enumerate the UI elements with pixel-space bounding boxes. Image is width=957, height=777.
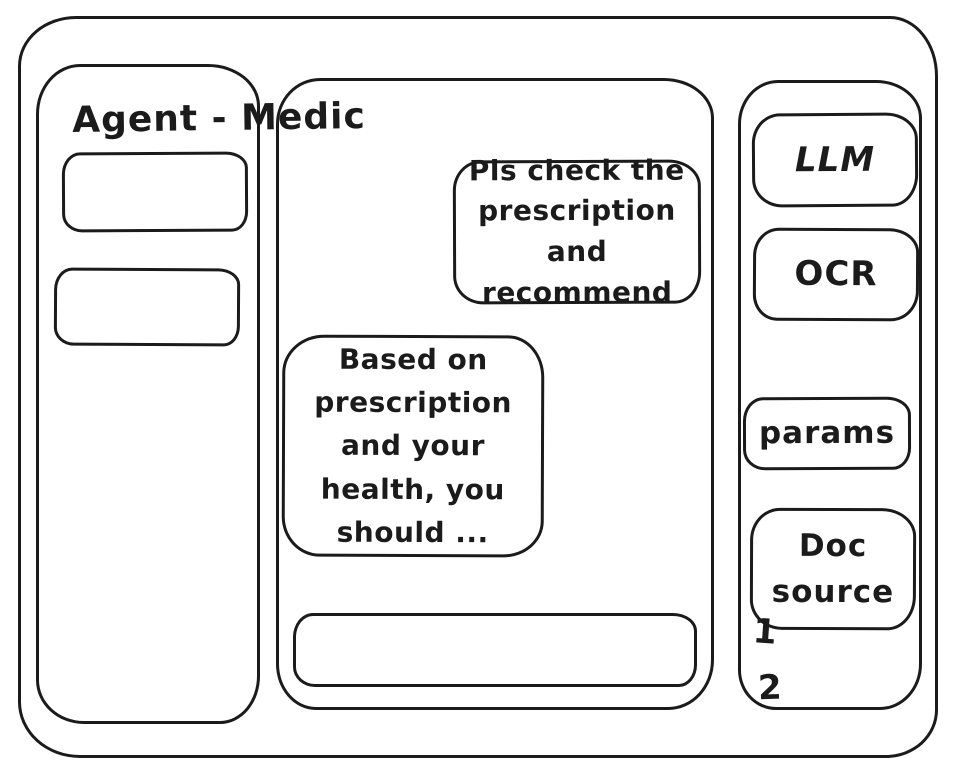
user-message-bubble: Pls check the prescription and recommend — [452, 153, 702, 309]
message-input[interactable] — [293, 613, 697, 687]
llm-button[interactable]: LLM — [751, 112, 919, 208]
params-button[interactable]: params — [742, 396, 912, 471]
ocr-button[interactable]: OCR — [752, 227, 920, 322]
history-item-1[interactable] — [61, 151, 249, 233]
agent-message-bubble: Based on prescription and your health, y… — [281, 334, 545, 558]
doc-source-list-item-2[interactable]: 2 — [757, 667, 783, 709]
doc-source-list-item-1[interactable]: 1 — [751, 611, 779, 653]
history-item-2[interactable] — [53, 267, 241, 347]
chat-title: Agent - Medic — [71, 95, 367, 142]
